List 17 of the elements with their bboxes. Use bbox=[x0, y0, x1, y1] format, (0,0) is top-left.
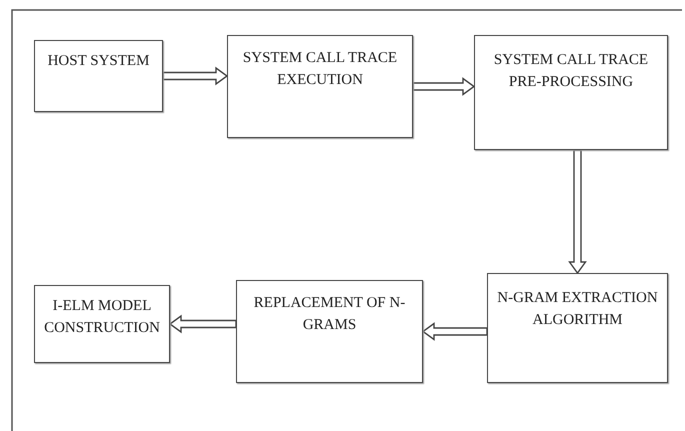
box-label: HOST SYSTEM bbox=[46, 52, 150, 71]
process-box bbox=[34, 40, 163, 112]
process-box bbox=[34, 285, 170, 363]
box-label: SYSTEM CALL TRACE EXECUTION bbox=[242, 49, 398, 90]
box-label: REPLACEMENT OF N-GRAMS bbox=[252, 294, 406, 335]
process-box bbox=[236, 280, 423, 383]
block-arrow bbox=[568, 149, 587, 274]
process-box bbox=[474, 35, 668, 150]
box-label: N-GRAM EXTRACTION ALGORITHM bbox=[496, 289, 659, 330]
block-arrow bbox=[412, 77, 476, 96]
block-arrow bbox=[162, 66, 228, 86]
block-arrow bbox=[168, 314, 237, 334]
box-label: SYSTEM CALL TRACE PRE-PROCESSING bbox=[492, 51, 650, 92]
process-box bbox=[487, 273, 668, 383]
box-label: I-ELM MODEL CONSTRUCTION bbox=[43, 297, 161, 338]
block-arrow bbox=[422, 322, 488, 341]
process-box bbox=[227, 35, 413, 138]
